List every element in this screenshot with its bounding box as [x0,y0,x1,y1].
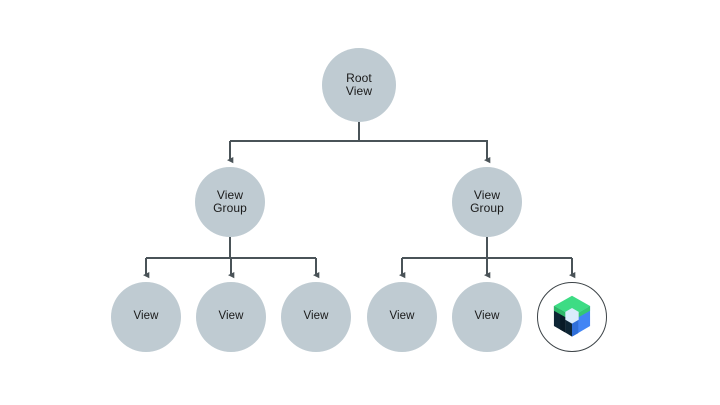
node-view-group-left[interactable]: View Group [195,167,265,237]
node-view-3-label: View [303,310,329,323]
node-view-group-left-label: View Group [213,187,247,215]
node-view-4[interactable]: View [367,282,437,352]
node-view-5-label: View [474,310,500,323]
node-view-2[interactable]: View [196,282,266,352]
jetpack-compose-logo [553,295,591,337]
logo-top-face [553,295,591,317]
node-view-4-label: View [389,310,415,323]
node-view-5[interactable]: View [452,282,522,352]
logo-center-hexagon [565,307,579,324]
node-root-view[interactable]: Root View [322,48,396,122]
node-view-3[interactable]: View [281,282,351,352]
node-compose[interactable] [537,282,607,352]
node-view-group-right-label: View Group [470,187,504,215]
node-view-2-label: View [218,310,244,323]
node-view-1[interactable]: View [111,282,181,352]
node-view-group-right[interactable]: View Group [452,167,522,237]
node-view-1-label: View [133,310,159,323]
node-root-view-label: Root View [345,70,373,98]
